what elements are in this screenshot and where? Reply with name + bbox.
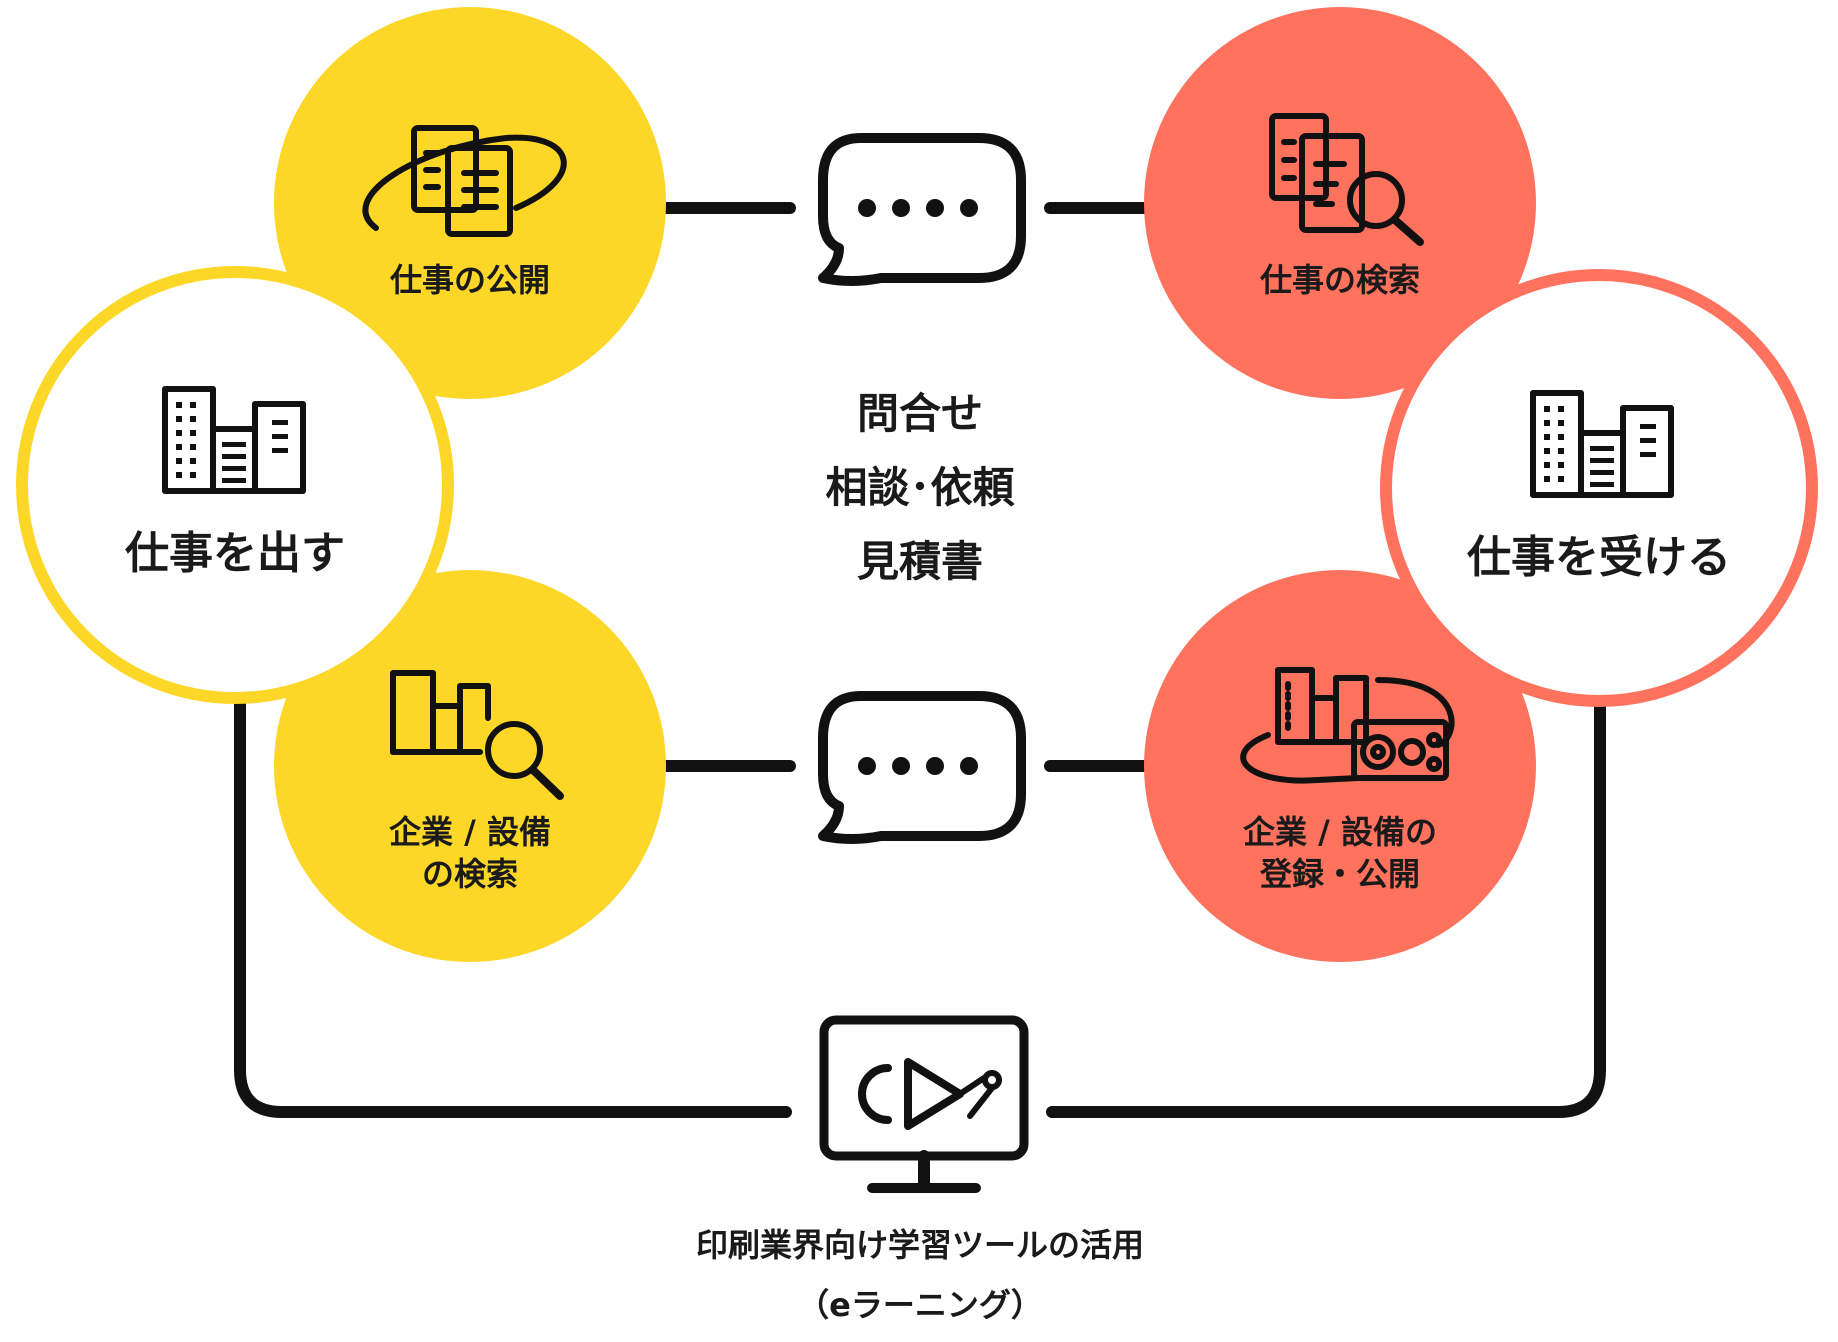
monitor-video-icon [819,1015,1029,1193]
chat-bubble-icon [818,691,1026,844]
connector-lines [234,202,1606,1118]
documents-search-icon [1269,113,1424,246]
register-companies-label-line2: 登録・公開 [1259,855,1420,893]
buildings-icon [1530,390,1674,498]
center-text-consult: 相談･依頼 [825,463,1015,512]
register-companies-label-line1: 企業 / 設備の [1243,813,1437,851]
publish-jobs-circle [274,7,666,399]
center-text-estimate: 見積書 [857,537,983,586]
connector-right-bottom [1046,696,1606,1118]
receive-work-label: 仕事を受ける [1467,532,1731,583]
search-companies-circle [274,570,666,962]
center-text-inquiry: 問合せ [857,389,983,438]
connector-left-bottom [234,696,792,1118]
receive-work-circle [1380,269,1818,707]
elearning-label-line1: 印刷業界向け学習ツールの活用 [696,1226,1144,1264]
documents-orbit-icon [362,125,567,237]
register-companies-circle [1144,570,1536,962]
elearning-label-line2: （eラーニング） [797,1286,1043,1324]
give-work-circle [16,266,454,704]
factory-gears-icon [1240,667,1455,784]
buildings-icon [162,386,306,494]
search-companies-label-line1: 企業 / 設備 [389,813,551,851]
building-search-icon [390,670,564,800]
give-work-label: 仕事を出す [125,528,345,579]
chat-bubble-icon [818,133,1026,286]
search-companies-label-line2: の検索 [422,855,518,893]
publish-jobs-label: 仕事の公開 [390,261,550,299]
search-jobs-label: 仕事の検索 [1260,261,1420,299]
search-jobs-circle [1144,7,1536,399]
